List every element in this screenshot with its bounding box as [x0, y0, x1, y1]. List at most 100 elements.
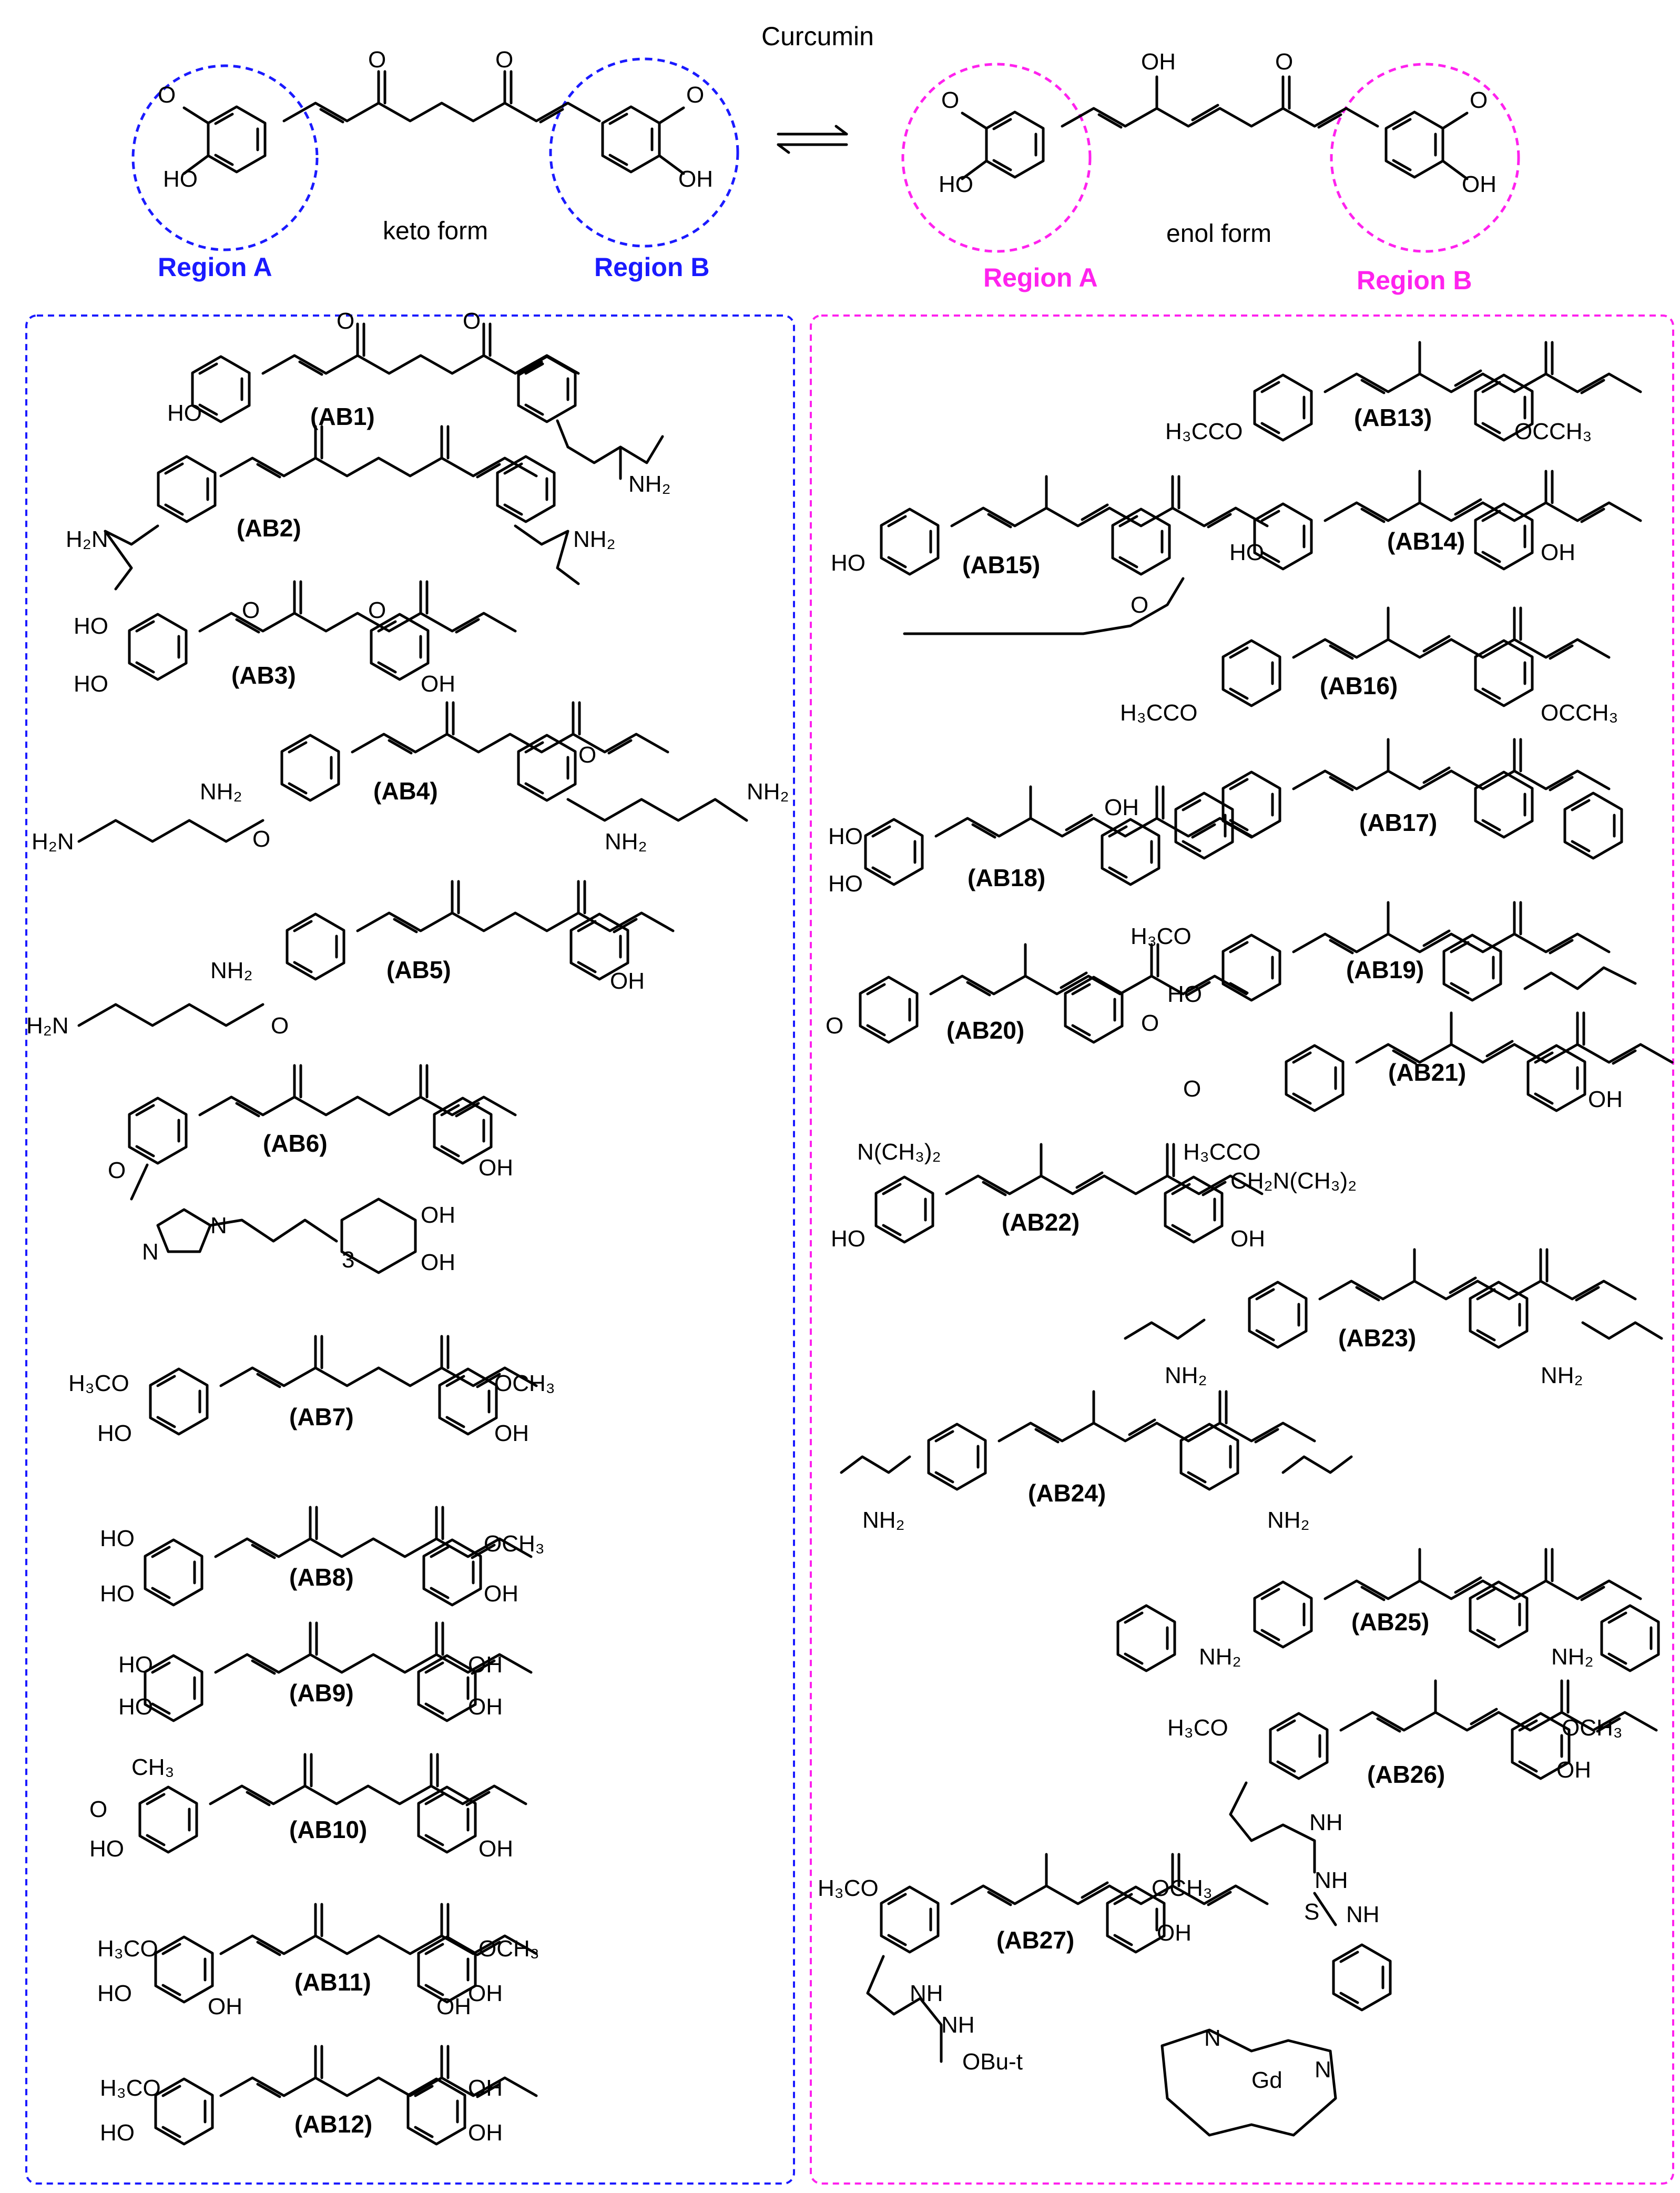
atom-label: OH — [1157, 1920, 1192, 1946]
label-ab16: (AB16) — [1320, 672, 1398, 699]
compound-ab23: NH₂ NH₂ (AB23) — [1124, 1250, 1663, 1388]
label-ab14: (AB14) — [1387, 527, 1465, 555]
atom-label: O — [89, 1796, 107, 1822]
structure-fragment — [158, 456, 215, 522]
label-ab17: (AB17) — [1359, 809, 1437, 836]
structure-fragment — [1294, 608, 1609, 658]
structure-fragment — [129, 1098, 186, 1163]
label-ab4: (AB4) — [373, 777, 438, 805]
compound-ab20: O O (AB20) — [826, 945, 1246, 1044]
label-ab1: (AB1) — [310, 403, 375, 430]
atom-label: H₃CO — [68, 1370, 129, 1396]
label-ab22: (AB22) — [1002, 1209, 1080, 1236]
enol-och3-b: O — [1470, 87, 1488, 113]
atom-label: HO — [831, 550, 866, 576]
label-ab18: (AB18) — [968, 864, 1045, 891]
structure-fragment — [424, 1540, 481, 1605]
structure-fragment — [1249, 1282, 1306, 1347]
structure-fragment — [419, 1937, 475, 2002]
structure-fragment — [876, 1177, 933, 1242]
enol-ring-b — [1386, 112, 1443, 177]
structure-fragment — [952, 1854, 1267, 1905]
atom-label: H₂N — [26, 1013, 69, 1039]
enol-oh-a: HO — [939, 171, 973, 197]
atom-label: OH — [610, 968, 645, 994]
atom-label: O — [242, 597, 260, 623]
atom-label: NH₂ — [1551, 1644, 1594, 1670]
atom-label: O — [252, 826, 270, 852]
atom-label: OH — [1541, 540, 1575, 565]
label-ab27: (AB27) — [996, 1926, 1074, 1954]
compound-ab3: O O HO HO OH (AB3) — [74, 582, 515, 697]
structure-fragment — [221, 427, 536, 477]
atom-label: NH₂ — [200, 779, 242, 805]
structure-fragment — [929, 1424, 985, 1489]
keto-och3-a: O — [158, 82, 176, 108]
keto-region-a-circle — [131, 64, 319, 251]
enol-region-a-circle — [901, 63, 1092, 253]
label-ab24: (AB24) — [1028, 1479, 1106, 1507]
atom-label: O — [826, 1013, 843, 1039]
structure-fragment — [419, 1787, 475, 1852]
atom-label: H₂N — [32, 829, 74, 855]
structure-fragment — [931, 945, 1246, 995]
atom-label: H₃CCO — [1165, 419, 1243, 444]
atom-label: OH — [1230, 1226, 1265, 1252]
compound-ab17: (AB17) — [1176, 739, 1622, 858]
structure-fragment — [1113, 509, 1169, 574]
structure-fragment — [140, 1787, 197, 1852]
compound-ab11: H₃CO HO OH OCH₃ OH OH (AB11) — [97, 1904, 539, 2019]
compound-ab7: H₃CO HO OCH₃ OH (AB7) — [68, 1336, 555, 1446]
structure-fragment — [150, 1369, 207, 1434]
structure-fragment — [866, 819, 922, 885]
atom-label: OH — [494, 1420, 529, 1446]
structure-fragment — [1602, 1606, 1658, 1671]
keto-och3-b: O — [686, 82, 704, 108]
structure-fragment — [287, 914, 344, 979]
atom-label: OH — [468, 1981, 503, 2006]
keto-o-2: O — [495, 47, 513, 73]
atom-label: HO — [1229, 540, 1264, 565]
atom-label: NH₂ — [1165, 1363, 1207, 1388]
keto-o-1: O — [368, 47, 386, 73]
structure-fragment — [419, 1656, 475, 1721]
atom-label: OCH₃ — [494, 1370, 555, 1396]
atom-label: O — [578, 742, 596, 768]
compound-ab15: HO O (AB15) — [831, 476, 1267, 635]
structure-fragment — [1118, 1606, 1175, 1671]
structure-fragment — [1270, 1713, 1327, 1779]
compound-ab9: HO HO OH OH (AB9) — [118, 1623, 531, 1721]
atom-label: NH₂ — [605, 829, 647, 855]
atom-label: OCH₃ — [484, 1531, 545, 1557]
atom-label: HO — [118, 1652, 153, 1678]
structure-fragment — [881, 1887, 938, 1952]
atom-label: HO — [100, 1526, 135, 1551]
atom-label: O — [271, 1013, 289, 1039]
compound-ab13: H₃CCO OCCH₃ (AB13) — [1165, 342, 1641, 444]
label-ab13: (AB13) — [1354, 404, 1432, 431]
label-ab9: (AB9) — [289, 1679, 354, 1707]
atom-label: OH — [1556, 1757, 1591, 1783]
label-ab21: (AB21) — [1388, 1059, 1466, 1086]
enol-form-structure: OH O O HO O OH enol form Region A Region… — [901, 49, 1520, 295]
atom-label: NH — [1346, 1902, 1380, 1927]
compound-ab8: HO HO OCH₃ OH (AB8) — [100, 1507, 545, 1607]
left-compounds: O O HO NH₂ (AB1) H₂N NH₂ (AB2) O O HO HO… — [26, 308, 789, 2146]
atom-label: HO — [97, 1420, 132, 1446]
structure-fragment — [282, 735, 339, 800]
atom-label: NH — [941, 2012, 975, 2038]
enol-region-a-label: Region A — [983, 263, 1098, 292]
compound-ab12: H₃CO HO OH OH (AB12) — [100, 2046, 536, 2146]
atom-label: OCCH₃ — [1541, 700, 1618, 726]
atom-label: OCH₃ — [478, 1936, 539, 1962]
compound-ab24: NH₂ NH₂ (AB24) — [840, 1392, 1353, 1533]
atom-label: OH — [468, 2075, 503, 2101]
label-ab3: (AB3) — [231, 662, 296, 689]
structure-fragment — [352, 703, 668, 753]
structure-fragment — [497, 456, 554, 522]
structure-fragment — [1475, 641, 1532, 706]
atom-label: HO — [74, 613, 108, 639]
structure-fragment — [1294, 739, 1609, 790]
label-ab8: (AB8) — [289, 1563, 354, 1591]
